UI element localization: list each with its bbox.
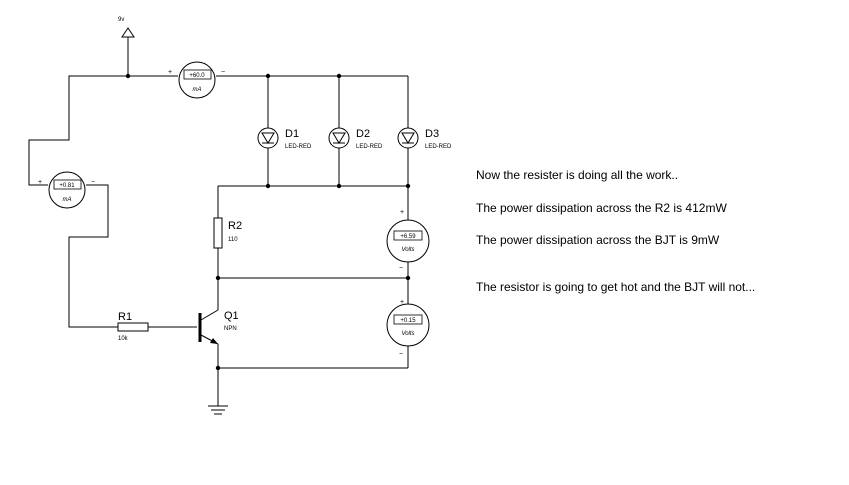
r2-voltmeter-minus: − [399,265,403,272]
top-ammeter-unit: mA [193,87,202,93]
note-line-3: The power dissipation across the BJT is … [476,233,720,247]
resistor-r2: R2 110 [213,217,242,249]
junction-dots [125,73,411,371]
d1-name: D1 [285,128,299,140]
bjt-voltmeter-minus: − [399,351,403,358]
supply-label: 9v [118,17,124,23]
r2-value: 110 [228,237,238,243]
d3-name: D3 [425,128,439,140]
r1-name: R1 [118,311,132,323]
led-d2: D2 LED-RED [328,127,383,150]
d3-type: LED-RED [425,144,452,150]
led-d3: D3 LED-RED [397,127,452,150]
r1-value: 10k [118,336,129,342]
bjt-voltmeter-unit: Volts [401,331,414,337]
resistor-r1: R1 10k [117,311,149,342]
bjt-voltmeter: +0.15 Volts + − [386,299,430,358]
wires [28,75,409,406]
left-ammeter: +0.81 mA + − [38,171,95,209]
left-ammeter-reading: +0.81 [59,183,75,189]
r2-voltmeter-unit: Volts [401,247,414,253]
top-ammeter-reading: +60.0 [189,73,205,79]
r2-voltmeter-reading: +6.59 [400,234,416,240]
d2-name: D2 [356,128,370,140]
q1-name: Q1 [224,310,239,322]
ground-symbol [208,405,228,415]
top-ammeter-minus: − [221,69,225,76]
note-line-1: Now the resister is doing all the work.. [476,168,679,182]
left-ammeter-minus: − [91,179,95,186]
bjt-voltmeter-plus: + [400,299,404,306]
r2-voltmeter: +6.59 Volts + − [386,209,430,272]
r2-name: R2 [228,220,242,232]
led-d1: D1 LED-RED [257,127,312,150]
left-ammeter-plus: + [38,179,42,186]
bjt-voltmeter-reading: +0.15 [400,318,416,324]
transistor-q1: Q1 NPN [198,309,239,345]
top-ammeter-plus: + [168,69,172,76]
note-line-2: The power dissipation across the R2 is 4… [476,201,727,215]
left-ammeter-unit: mA [63,197,72,203]
note-line-4: The resistor is going to get hot and the… [476,280,756,294]
r2-voltmeter-plus: + [400,209,404,216]
top-ammeter: +60.0 mA + − [168,61,225,99]
d1-type: LED-RED [285,144,312,150]
q1-type: NPN [224,326,237,332]
supply-terminal [121,27,135,76]
d2-type: LED-RED [356,144,383,150]
